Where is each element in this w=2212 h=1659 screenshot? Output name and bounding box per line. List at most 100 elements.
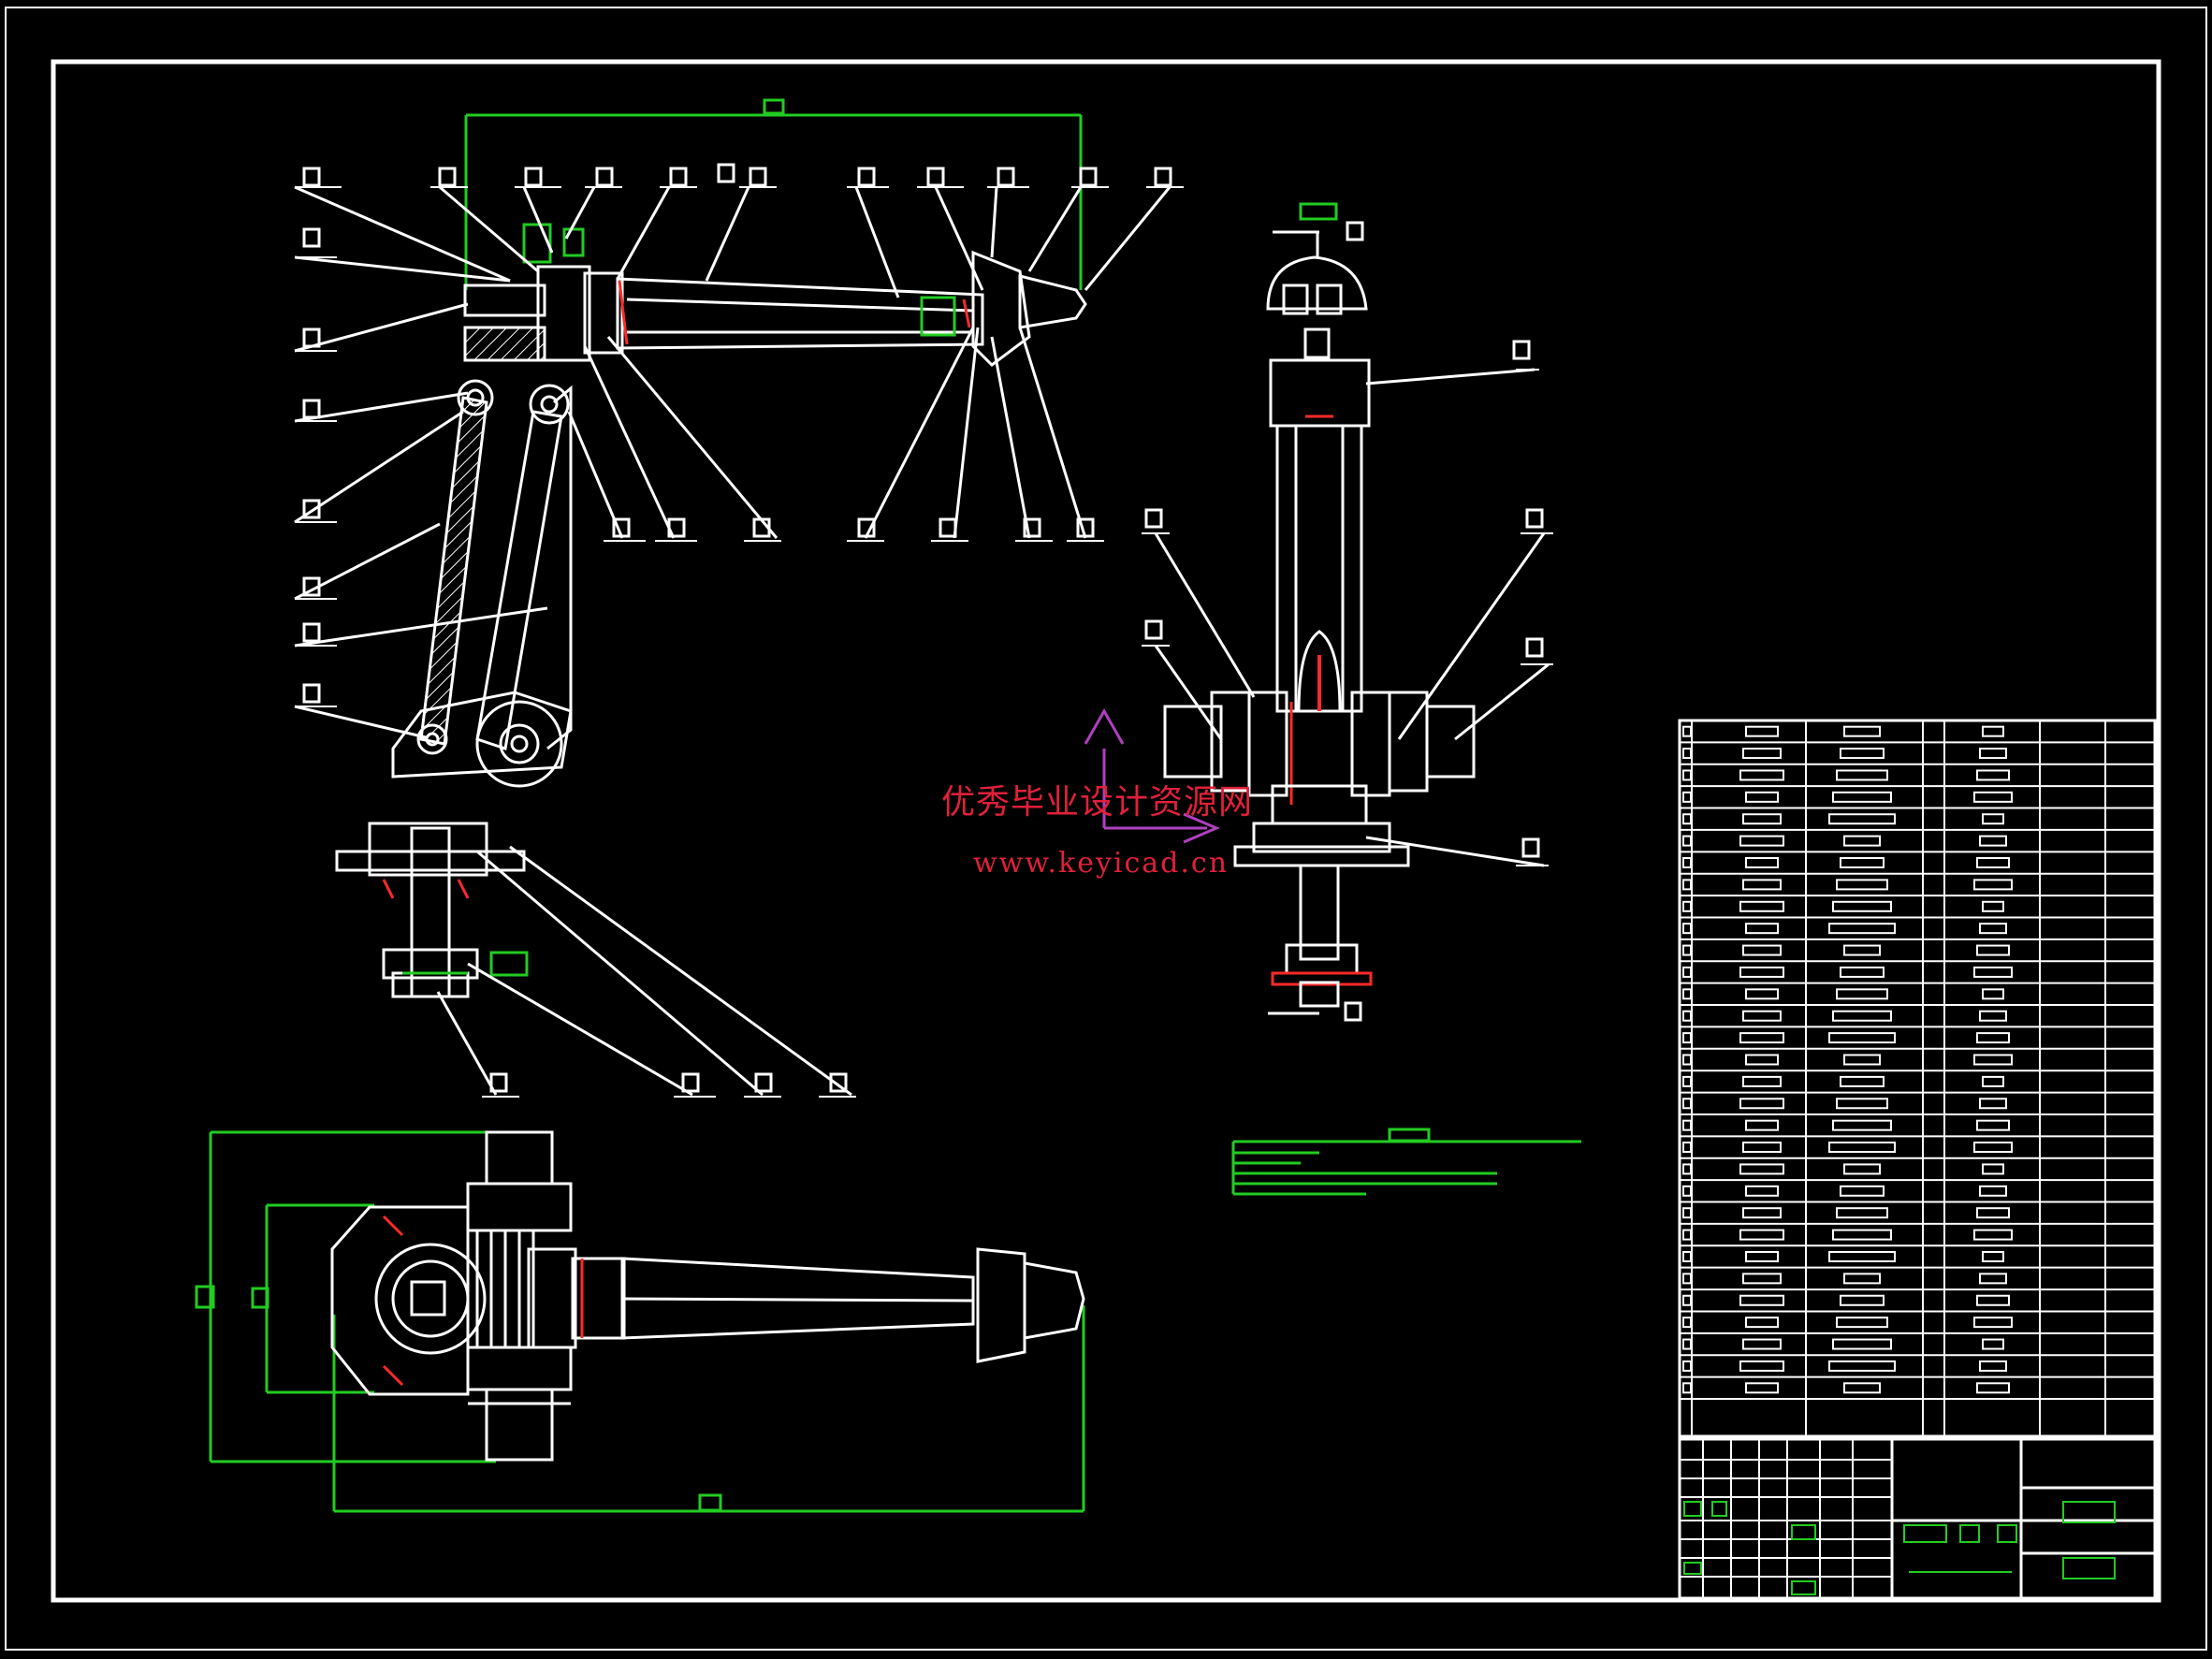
parts-list-cell-mark xyxy=(1739,835,1784,847)
parts-list-cell-mark xyxy=(1982,1250,2004,1262)
parts-list-cell-mark xyxy=(1682,1273,1692,1285)
side-view xyxy=(1084,202,1553,1022)
parts-list-cell-mark xyxy=(1682,1054,1692,1066)
parts-list-cell-mark xyxy=(1745,857,1779,869)
parts-list-table xyxy=(1678,719,2157,1438)
top-view xyxy=(195,1128,1581,1513)
watermark-url: www.keyicad.cn xyxy=(973,847,1230,880)
parts-list-cell-mark xyxy=(1682,1360,1692,1372)
parts-list-cell-mark xyxy=(1739,769,1784,781)
parts-list-cell-mark xyxy=(1745,725,1779,737)
parts-list-cell-mark xyxy=(1843,1054,1881,1066)
parts-list-cell-mark xyxy=(1682,988,1692,1000)
parts-list-cell-mark xyxy=(1745,923,1779,935)
parts-list-cell-mark xyxy=(1840,1185,1885,1197)
parts-list-cell-mark xyxy=(1742,813,1782,825)
parts-list-cell-mark xyxy=(1843,944,1881,956)
parts-list-cell-mark xyxy=(1836,1207,1888,1219)
parts-list-cell-mark xyxy=(1828,1360,1896,1372)
parts-list-cell-mark xyxy=(1745,1054,1779,1066)
parts-list-cell-mark xyxy=(1742,1075,1782,1087)
parts-list-cell-mark xyxy=(1742,748,1782,760)
parts-list-cell-mark xyxy=(1832,900,1892,912)
parts-list-cell-mark xyxy=(1745,988,1779,1000)
parts-list-cell-mark xyxy=(1982,988,2004,1000)
parts-list-cell-mark xyxy=(1840,966,1885,978)
parts-list-cell-mark xyxy=(1742,1338,1782,1350)
parts-list-cell-mark xyxy=(1836,1098,1888,1110)
parts-list-cell-mark xyxy=(1682,900,1692,912)
parts-list-cell-mark xyxy=(1832,1338,1892,1350)
parts-list-cell-mark xyxy=(1840,1075,1885,1087)
parts-list-cell-mark xyxy=(1742,1273,1782,1285)
parts-list-cell-mark xyxy=(1976,944,2010,956)
parts-list-cell-mark xyxy=(1739,1163,1784,1175)
parts-list-cell-mark xyxy=(1976,1032,2010,1044)
parts-list-cell-mark xyxy=(1745,1317,1779,1329)
parts-list-cell-mark xyxy=(1745,1185,1779,1197)
parts-list-cell-mark xyxy=(1745,1250,1779,1262)
parts-list-cell-mark xyxy=(1682,944,1692,956)
outer-frame xyxy=(5,7,2207,1651)
parts-list-cell-mark xyxy=(1843,725,1881,737)
parts-list-cell-mark xyxy=(1682,879,1692,891)
parts-list-cell-mark xyxy=(1682,813,1692,825)
parts-list-cell-mark xyxy=(1982,813,2004,825)
parts-list-cell-mark xyxy=(1979,1360,2007,1372)
parts-list-cell-mark xyxy=(1742,1207,1782,1219)
parts-list-cell-mark xyxy=(1682,857,1692,869)
parts-list-cell-mark xyxy=(1682,1185,1692,1197)
parts-list-cell-mark xyxy=(1840,748,1885,760)
parts-list-cell-mark xyxy=(1840,857,1885,869)
parts-list-cell-mark xyxy=(1742,944,1782,956)
parts-list-cell-mark xyxy=(1973,879,2013,891)
parts-list-cell-mark xyxy=(1745,791,1779,803)
parts-list-cell-mark xyxy=(1832,1119,1892,1131)
parts-list-cell-mark xyxy=(1682,1075,1692,1087)
parts-list-cell-mark xyxy=(1976,857,2010,869)
parts-list-cell-mark xyxy=(1682,923,1692,935)
parts-list-cell-mark xyxy=(1979,1185,2007,1197)
parts-list-cell-mark xyxy=(1982,900,2004,912)
parts-list-cell-mark xyxy=(1682,1229,1692,1241)
parts-list-cell-mark xyxy=(1979,1273,2007,1285)
parts-list-cell-mark xyxy=(1843,1382,1881,1394)
parts-list-cell-mark xyxy=(1742,1010,1782,1022)
parts-list-cell-mark xyxy=(1976,769,2010,781)
parts-list-cell-mark xyxy=(1828,813,1896,825)
parts-list-cell-mark xyxy=(1973,1142,2013,1154)
parts-list-cell-mark xyxy=(1828,1032,1896,1044)
parts-list-cell-mark xyxy=(1979,835,2007,847)
inner-frame xyxy=(51,59,2161,1603)
parts-list-cell-mark xyxy=(1982,1163,2004,1175)
parts-list-cell-mark xyxy=(1742,1142,1782,1154)
parts-list-cell-mark xyxy=(1836,769,1888,781)
parts-list-cell-mark xyxy=(1982,1075,2004,1087)
parts-list-cell-mark xyxy=(1739,1032,1784,1044)
front-view xyxy=(294,98,1171,1097)
parts-list-cell-mark xyxy=(1682,1032,1692,1044)
parts-list-cell-mark xyxy=(1982,1338,2004,1350)
parts-list-cell-mark xyxy=(1973,1317,2013,1329)
parts-list-cell-mark xyxy=(1739,966,1784,978)
parts-list-cell-mark xyxy=(1739,1229,1784,1241)
parts-list-cell-mark xyxy=(1836,879,1888,891)
parts-list-cell-mark xyxy=(1843,835,1881,847)
parts-list-cell-mark xyxy=(1739,1360,1784,1372)
parts-list-cell-mark xyxy=(1682,1382,1692,1394)
parts-list-cell-mark xyxy=(1682,769,1692,781)
parts-list-cell-mark xyxy=(1979,923,2007,935)
parts-list-cell-mark xyxy=(1973,1229,2013,1241)
parts-list-cell-mark xyxy=(1973,966,2013,978)
parts-list-cell-mark xyxy=(1979,748,2007,760)
parts-list-cell-mark xyxy=(1832,791,1892,803)
parts-list-cell-mark xyxy=(1976,1119,2010,1131)
parts-list-cell-mark xyxy=(1682,725,1692,737)
parts-list-cell-mark xyxy=(1843,1273,1881,1285)
parts-list-cell-mark xyxy=(1976,1382,2010,1394)
parts-list-cell-mark xyxy=(1979,1098,2007,1110)
parts-list-cell-mark xyxy=(1682,1098,1692,1110)
parts-list-cell-mark xyxy=(1836,988,1888,1000)
parts-list-cell-mark xyxy=(1832,1010,1892,1022)
